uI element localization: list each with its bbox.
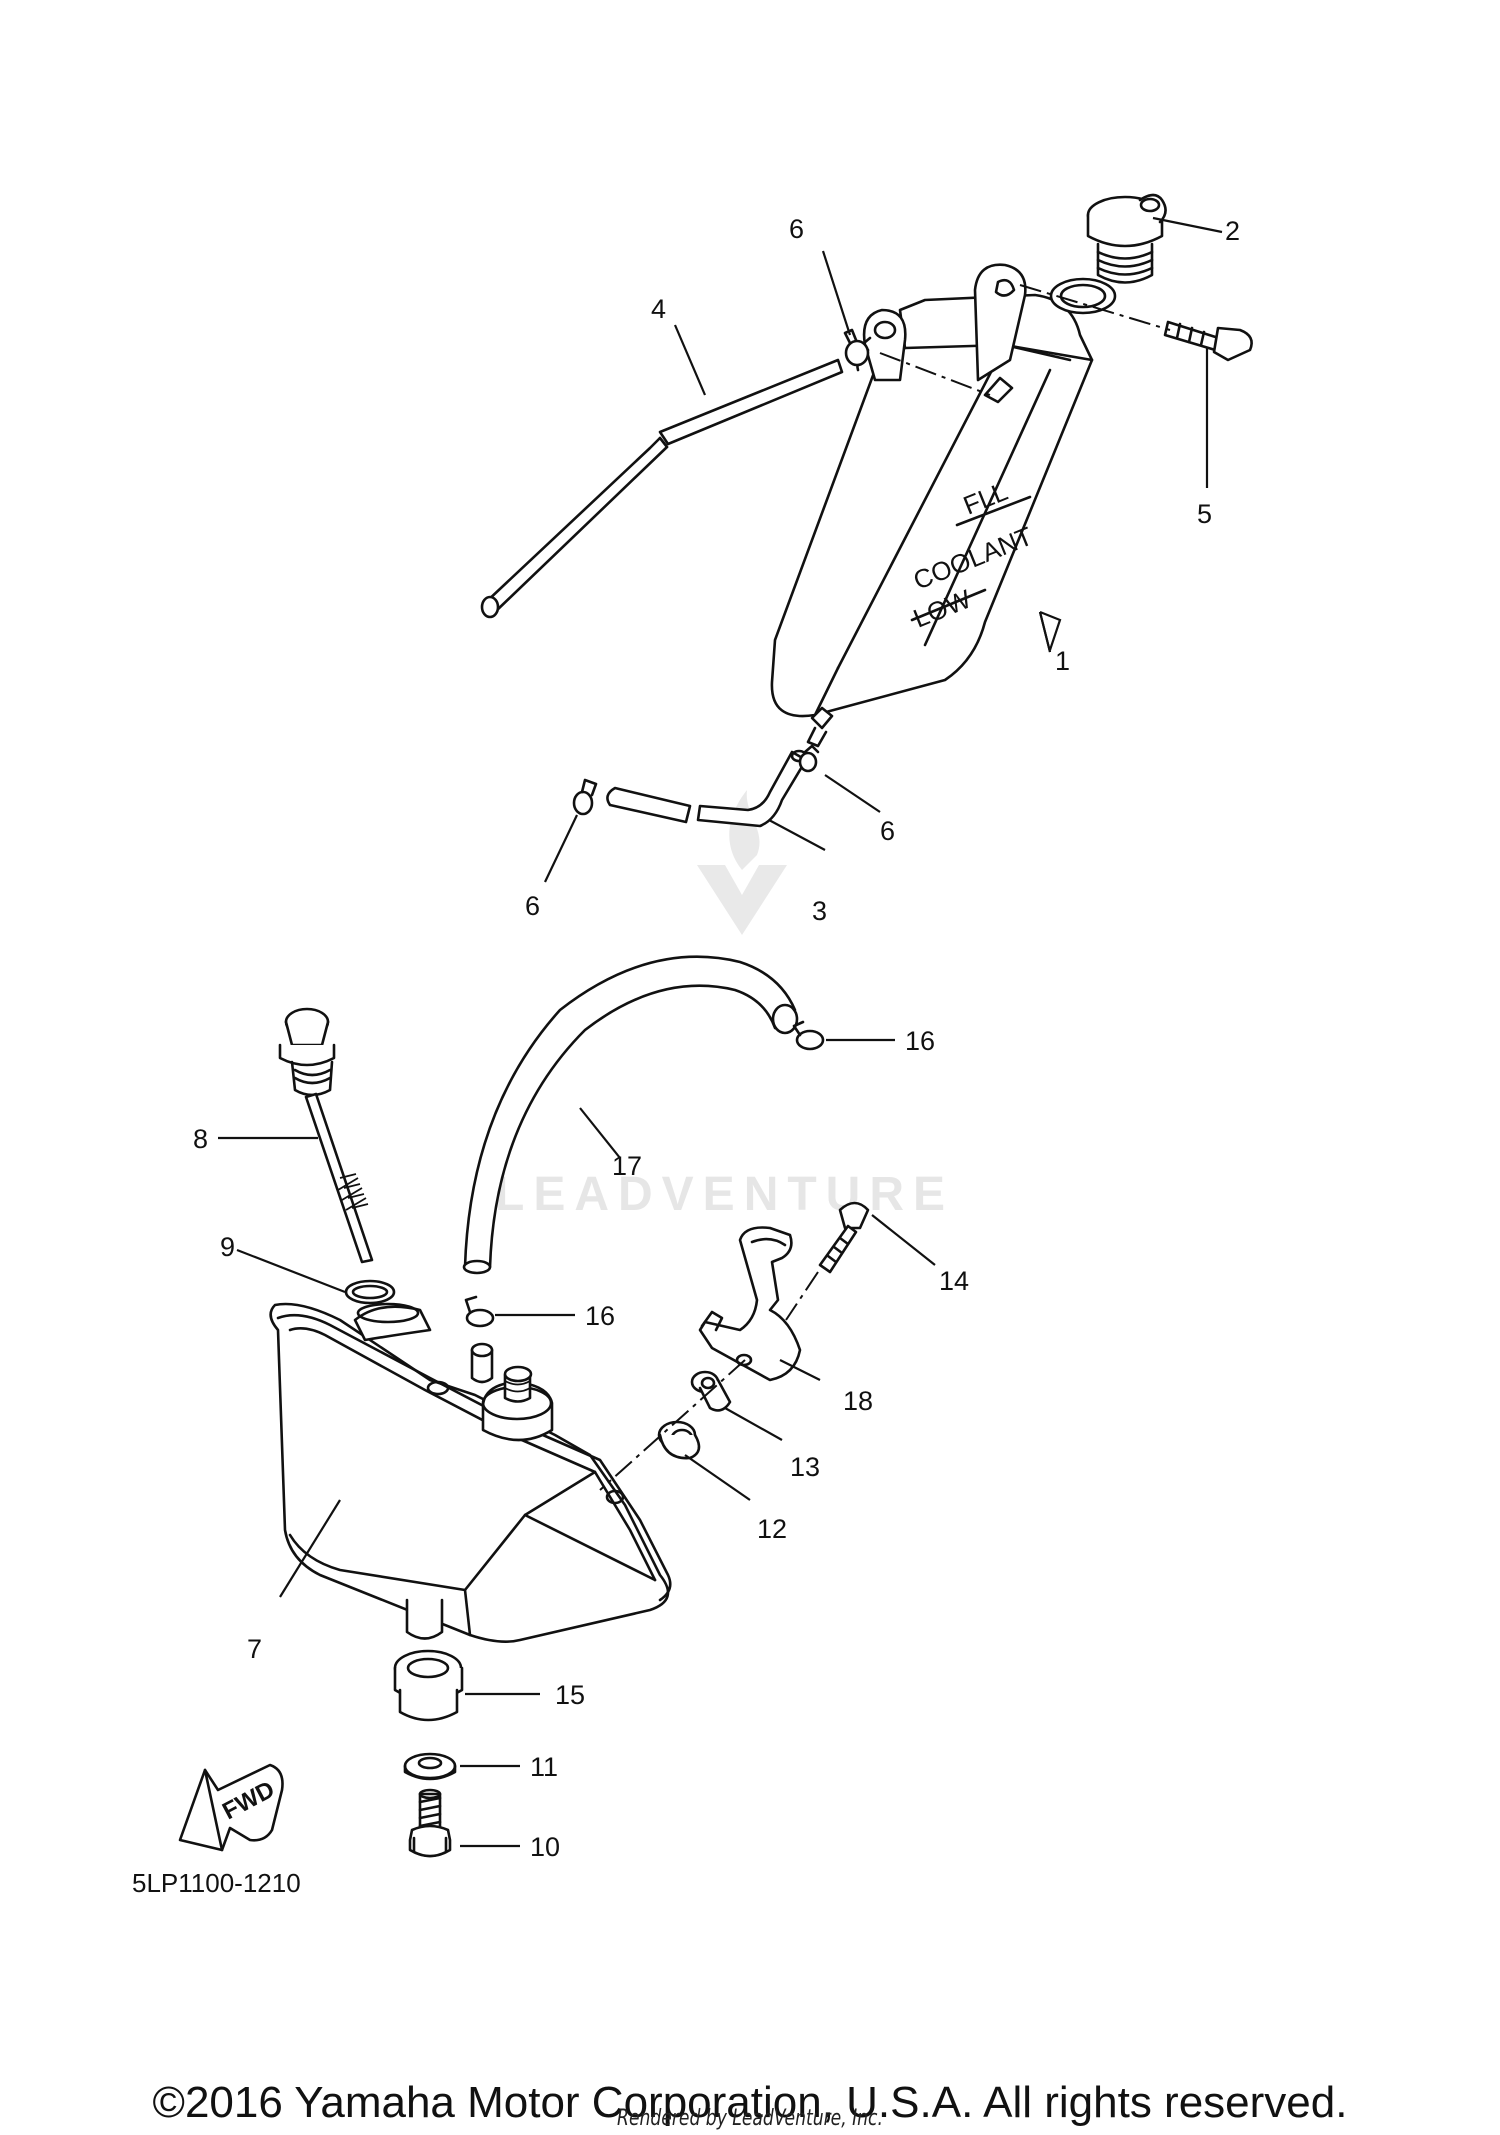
leadventure-watermark-logo: LEADVENTURE [495, 790, 954, 1221]
clip-16-upper [792, 1020, 825, 1051]
part-5-bolt [1163, 320, 1253, 362]
assembly-line-grommets [599, 1359, 746, 1491]
rendered-by-credit: Rendered by LeadVenture, Inc. [617, 2106, 883, 2131]
callout-7: 7 [247, 1634, 262, 1664]
part-7-oil-tank [269, 1302, 672, 1643]
part-18-bracket [698, 1226, 802, 1382]
callout-16-upper: 16 [905, 1026, 935, 1056]
part-16-hose-clips [464, 1020, 825, 1328]
copyright-notice: ©2016 Yamaha Motor Corporation, U.S.A. A… [152, 2078, 1348, 2127]
part-11-washer [403, 1752, 457, 1781]
callout-1: 1 [1055, 646, 1070, 676]
part-4-overflow-hose [480, 358, 844, 619]
part-15-grommet [393, 1649, 464, 1722]
callout-10: 10 [530, 1832, 560, 1862]
clip-16-lower [464, 1295, 495, 1328]
callout-leaders [218, 216, 1223, 1848]
callout-12: 12 [757, 1514, 787, 1544]
part-1-coolant-reservoir [770, 263, 1117, 748]
callout-11: 11 [530, 1752, 558, 1782]
assembly-line-bolt-14 [785, 1271, 819, 1321]
part-3-hose [606, 749, 808, 828]
callout-16-lower: 16 [585, 1301, 615, 1331]
watermark-text: LEADVENTURE [495, 1168, 954, 1221]
part-17-hose [462, 955, 799, 1275]
callout-13: 13 [790, 1452, 820, 1482]
fwd-direction-arrow: FWD [178, 1763, 284, 1852]
callout-6-upper: 6 [789, 214, 804, 244]
part-14-bolt [818, 1201, 870, 1274]
callout-3: 3 [812, 896, 827, 926]
assembly-line-bolt [1019, 284, 1171, 331]
callout-numbers: 1 2 3 4 5 6 6 6 7 8 9 10 11 12 13 14 15 … [193, 214, 1240, 1862]
callout-5: 5 [1197, 499, 1212, 529]
callout-9: 9 [220, 1232, 235, 1262]
callout-6-right: 6 [880, 816, 895, 846]
callout-17: 17 [612, 1151, 642, 1181]
callout-14: 14 [939, 1266, 969, 1296]
diagram-code: 5LP1100-1210 [132, 1868, 301, 1898]
part-13-collar [690, 1370, 732, 1412]
clip-lower-left [572, 778, 598, 816]
callout-4: 4 [651, 294, 666, 324]
callout-8: 8 [193, 1124, 208, 1154]
callout-2: 2 [1225, 216, 1240, 246]
callout-6-left: 6 [525, 891, 540, 921]
part-10-drain-bolt [408, 1788, 452, 1858]
part-12-grommet [657, 1420, 701, 1460]
callout-15: 15 [555, 1680, 585, 1710]
part-2-reservoir-cap [1086, 193, 1167, 284]
part-8-dipstick [278, 1007, 374, 1264]
part-9-o-ring [344, 1279, 396, 1305]
clip-bottom-tank [798, 744, 820, 773]
assembly-line-hose-to-tank [879, 352, 991, 396]
callout-18: 18 [843, 1386, 873, 1416]
